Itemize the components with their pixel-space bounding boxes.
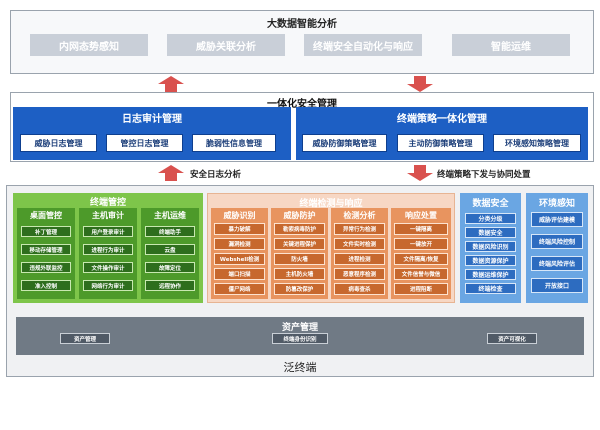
intranet-situation-button[interactable]: 内网态势感知 xyxy=(30,34,148,56)
threat-correlation-button[interactable]: 威胁关联分析 xyxy=(167,34,285,56)
blue-item[interactable]: 威胁评估建模 xyxy=(531,212,583,227)
log-audit-title: 日志审计管理 xyxy=(122,113,182,125)
arrow-up-icon xyxy=(158,165,184,181)
threat-log-button[interactable]: 威胁日志管理 xyxy=(20,134,97,152)
detect-analysis-title: 检测分析 xyxy=(343,210,376,220)
universal-terminal-label: 泛终端 xyxy=(283,361,317,374)
blue-item[interactable]: 终端风险评估 xyxy=(531,256,583,271)
orange-item[interactable]: 病毒查杀 xyxy=(334,283,385,295)
arrow-up-icon xyxy=(158,76,184,92)
orange-item[interactable]: 防篡改保护 xyxy=(274,283,325,295)
terminal-automation-button[interactable]: 终端安全自动化与响应 xyxy=(304,34,422,56)
smart-ops-button[interactable]: 智能运维 xyxy=(452,34,570,56)
arrow-down-icon xyxy=(407,165,433,181)
environment-awareness-title: 环境感知 xyxy=(538,198,575,209)
host-ops-title: 主机运维 xyxy=(154,211,186,220)
policy-management-title: 终端策略一体化管理 xyxy=(397,113,487,125)
environment-policy-button[interactable]: 环境感知策略管理 xyxy=(493,134,581,152)
orange-item[interactable]: 端口扫描 xyxy=(214,268,265,280)
host-audit-title: 主机审计 xyxy=(92,211,124,220)
integrated-security-title: 一体化安全管理 xyxy=(267,98,337,110)
asset-item[interactable]: 终端身份识别 xyxy=(272,333,328,344)
orange-item[interactable]: 恶意程序检测 xyxy=(334,268,385,280)
log-analysis-label: 安全日志分析 xyxy=(190,170,242,180)
threat-protect-title: 威胁防护 xyxy=(283,210,316,220)
data-security-title: 数据安全 xyxy=(472,198,509,209)
green-item[interactable]: 准入控制 xyxy=(21,280,71,291)
threat-identify-title: 威胁识别 xyxy=(223,210,256,220)
blue-item[interactable]: 数据安全 xyxy=(465,227,516,238)
response-title: 响应处置 xyxy=(405,210,437,220)
arrow-down-icon xyxy=(407,76,433,92)
orange-item[interactable]: 异常行为检测 xyxy=(334,223,385,235)
green-item[interactable]: 补丁管理 xyxy=(21,226,71,237)
blue-item[interactable]: 数据资源保护 xyxy=(465,255,516,266)
blue-item[interactable]: 终端风险控制 xyxy=(531,234,583,249)
green-item[interactable]: 用户登录审计 xyxy=(83,226,133,237)
control-log-button[interactable]: 管控日志管理 xyxy=(106,134,183,152)
green-item[interactable]: 移动存储管理 xyxy=(21,244,71,255)
orange-item[interactable]: 暴力破解 xyxy=(214,223,265,235)
blue-item[interactable]: 终端检查 xyxy=(465,283,516,294)
orange-item[interactable]: 文件隔离/恢复 xyxy=(394,253,448,265)
blue-item[interactable]: 开放接口 xyxy=(531,278,583,293)
desktop-control-title: 桌面管控 xyxy=(30,211,62,220)
green-item[interactable]: 文件操作审计 xyxy=(83,262,133,273)
big-data-analysis-title: 大数据智能分析 xyxy=(267,18,337,30)
green-item[interactable]: 进程行为审计 xyxy=(83,244,133,255)
vulnerability-info-button[interactable]: 脆弱性信息管理 xyxy=(192,134,276,152)
orange-item[interactable]: 一键隔离 xyxy=(394,223,448,235)
active-defense-policy-button[interactable]: 主动防御策略管理 xyxy=(397,134,484,152)
terminal-control-title: 终端管控 xyxy=(89,197,126,208)
orange-item[interactable]: 进程检测 xyxy=(334,253,385,265)
orange-item[interactable]: 漏洞检测 xyxy=(214,238,265,250)
orange-item[interactable]: 主机防火墙 xyxy=(274,268,325,280)
orange-item[interactable]: 文件实时检测 xyxy=(334,238,385,250)
green-item[interactable]: 故障定位 xyxy=(145,262,195,273)
blue-item[interactable]: 分类分级 xyxy=(465,213,516,224)
orange-item[interactable]: 文件信誉与微信 xyxy=(394,268,448,280)
orange-item[interactable]: 勒索病毒防护 xyxy=(274,223,325,235)
orange-item[interactable]: 一键放开 xyxy=(394,238,448,250)
asset-management-title: 资产管理 xyxy=(281,322,318,333)
asset-item[interactable]: 资产管理 xyxy=(60,333,110,344)
asset-item[interactable]: 资产可视化 xyxy=(487,333,537,344)
orange-item[interactable]: Webshell检测 xyxy=(214,253,265,265)
detection-response-title: 终端检测与响应 xyxy=(299,198,363,209)
orange-item[interactable]: 关键进程保护 xyxy=(274,238,325,250)
orange-item[interactable]: 防火墙 xyxy=(274,253,325,265)
blue-item[interactable]: 数据风险识别 xyxy=(465,241,516,252)
green-item[interactable]: 远程协作 xyxy=(145,280,195,291)
orange-item[interactable]: 进程阻断 xyxy=(394,283,448,295)
blue-item[interactable]: 数据运维保护 xyxy=(465,269,516,280)
green-item[interactable]: 终端助手 xyxy=(145,226,195,237)
orange-item[interactable]: 僵尸网络 xyxy=(214,283,265,295)
green-item[interactable]: 网络行为审计 xyxy=(83,280,133,291)
policy-dispatch-label: 终端策略下发与协同处置 xyxy=(437,170,531,180)
threat-defense-policy-button[interactable]: 威胁防御策略管理 xyxy=(302,134,387,152)
green-item[interactable]: 云盘 xyxy=(145,244,195,255)
green-item[interactable]: 违规外联监控 xyxy=(21,262,71,273)
